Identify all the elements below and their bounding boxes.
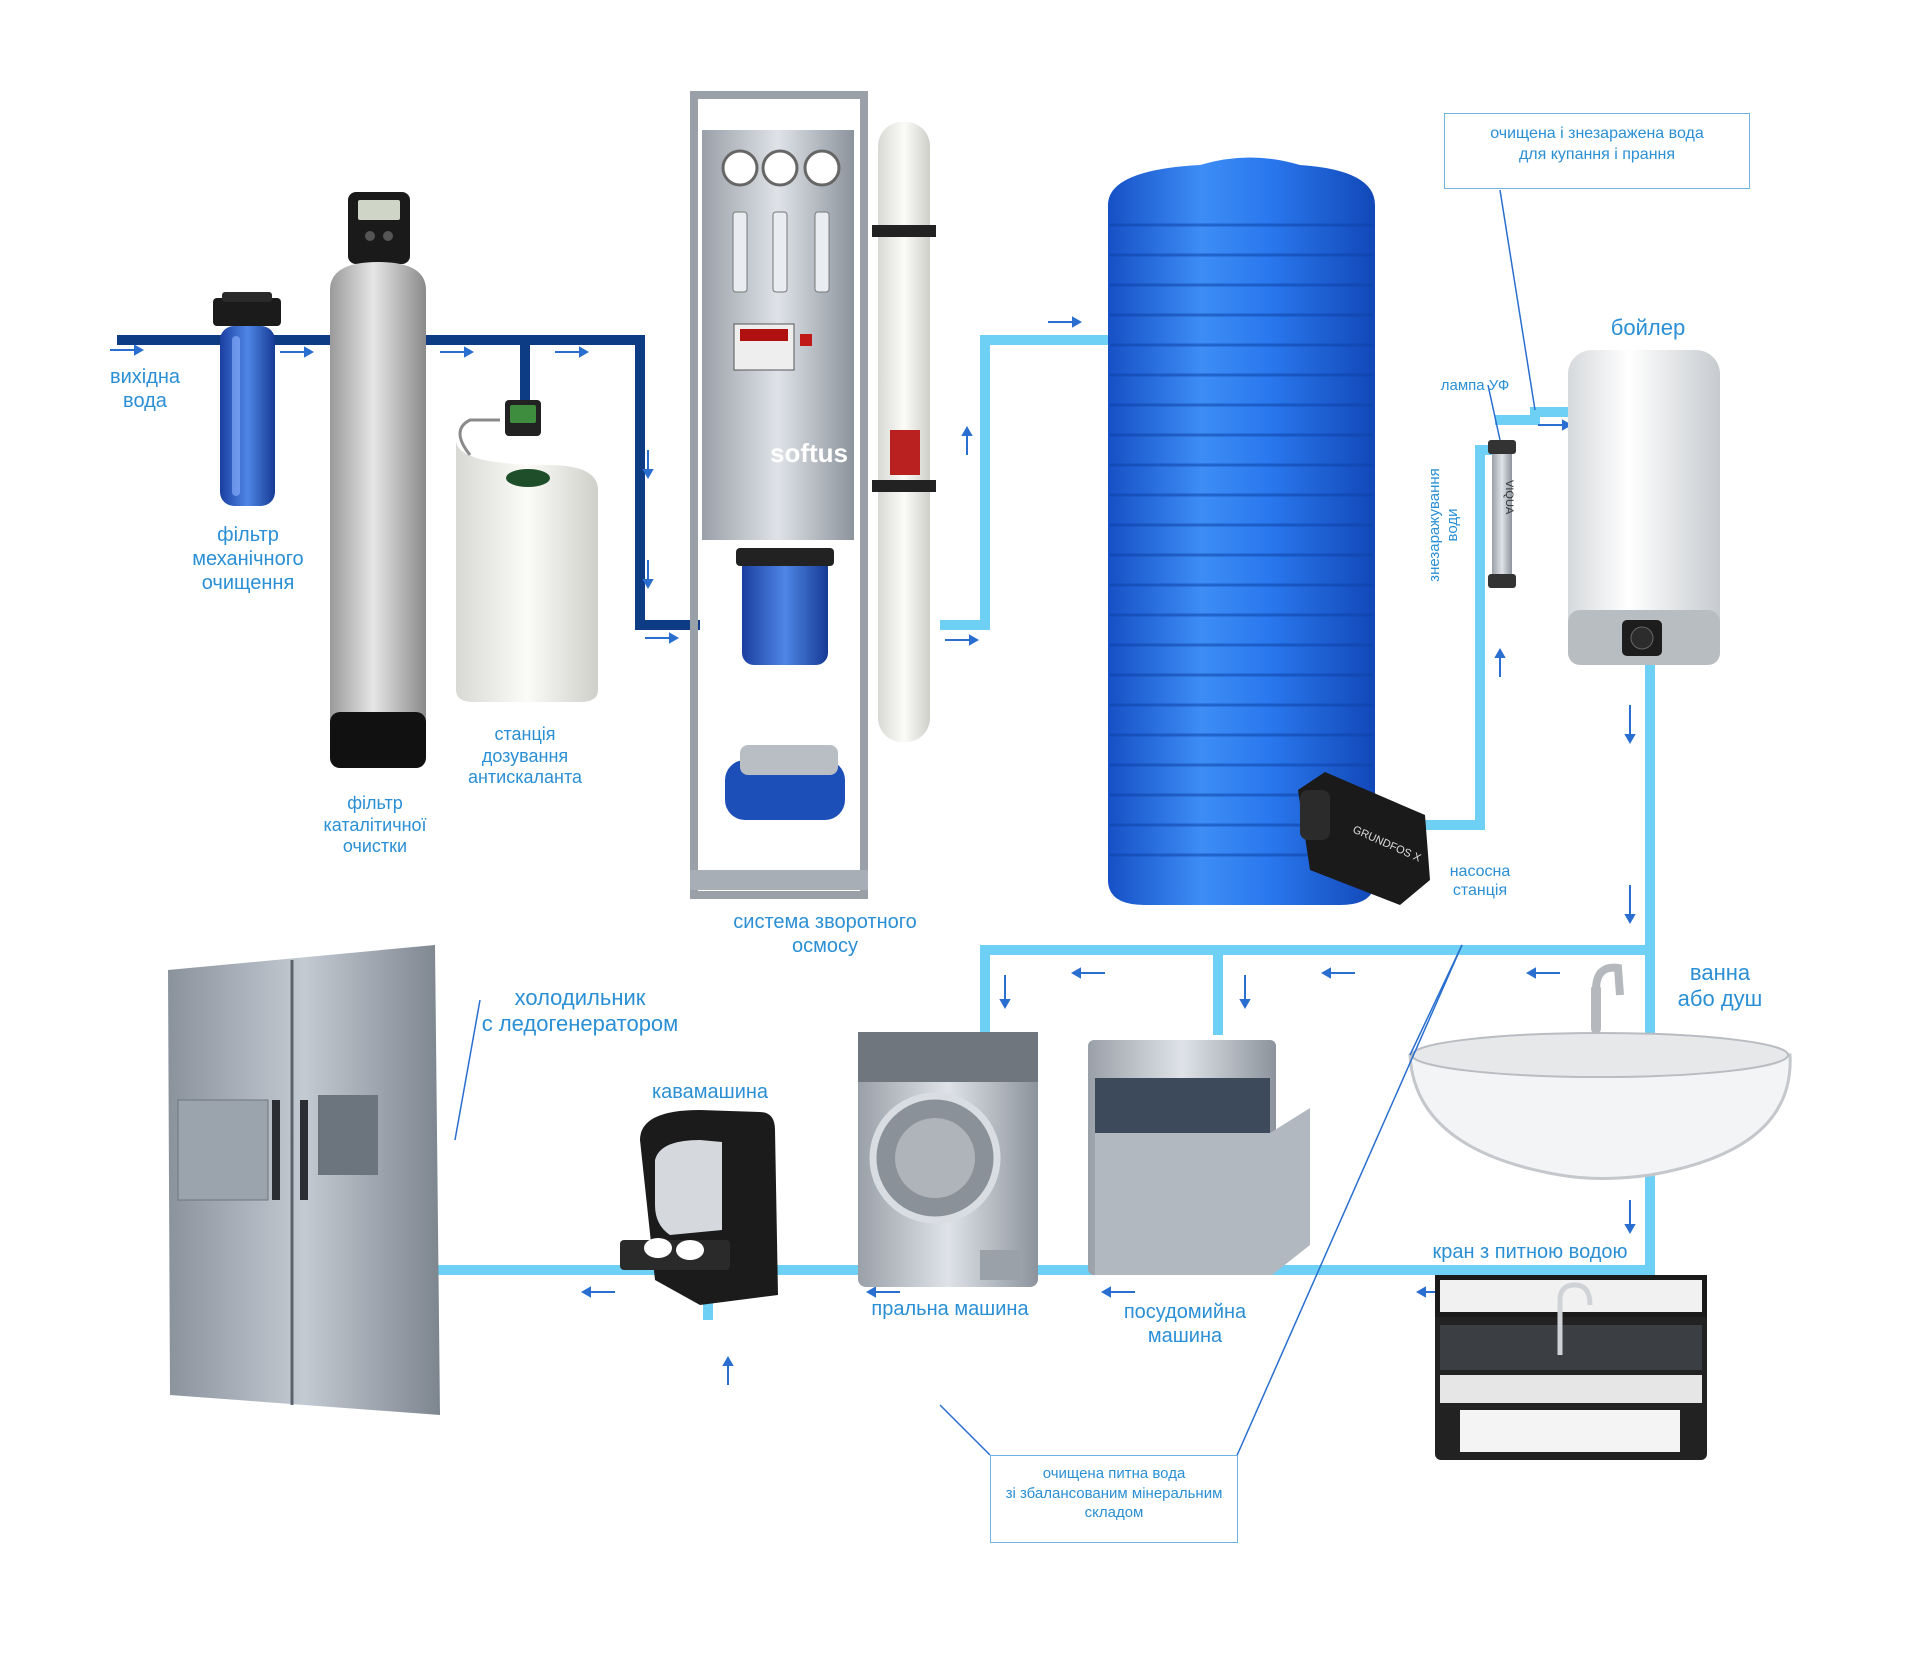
arrow-down-6	[1239, 975, 1251, 1010]
arrow-right-4	[555, 346, 590, 358]
label-catalytic-filter-line1: фільтр	[347, 793, 403, 813]
label-fridge-line1: холодильник	[514, 985, 646, 1010]
label-disinfection-line1: знезаражування	[1426, 468, 1443, 582]
kitchen-tap-image	[1435, 1275, 1707, 1460]
label-pump-line1: насосна	[1449, 863, 1511, 880]
arrow-left-6	[865, 1286, 900, 1298]
arrow-down-2	[642, 560, 654, 590]
boiler-image	[1568, 350, 1720, 665]
label-dishwasher-line2: машина	[1147, 1325, 1223, 1347]
arrow-right-8	[1538, 419, 1573, 431]
mechanical-filter-image	[213, 292, 281, 506]
label-washing-machine: пральна машина	[871, 1298, 1029, 1320]
label-mech-filter-line1: фільтр	[217, 524, 279, 546]
label-antiscalant-line2: дозування	[481, 745, 569, 766]
arrow-up-2	[1494, 647, 1506, 677]
callout-bath-line2: для купання і прання	[1518, 145, 1676, 163]
ro-brand-text: softus	[770, 438, 848, 468]
arrow-left-5	[1100, 1286, 1135, 1298]
callout-drinking: очищена питна вода зі збалансованим міне…	[990, 1455, 1238, 1543]
label-antiscalant-station: станція дозування антискаланта	[440, 724, 610, 789]
catalytic-filter-image	[330, 192, 426, 768]
uv-brand-text: VIQUA	[1503, 480, 1515, 515]
label-antiscalant-line1: станція	[494, 724, 556, 744]
arrow-right-2	[280, 346, 315, 358]
arrow-down-7	[1624, 1200, 1636, 1235]
label-bath-line1: ванна	[1689, 960, 1751, 985]
bathtub-image	[1408, 963, 1792, 1180]
arrow-right-7	[1048, 316, 1083, 328]
tank-ribs	[1110, 223, 1373, 857]
label-catalytic-filter-line3: очистки	[342, 836, 408, 857]
storage-tank-image	[1108, 157, 1375, 905]
label-disinfection-line2: води	[1444, 508, 1461, 542]
label-antiscalant-line3: антискаланта	[467, 767, 583, 788]
washing-machine-image	[858, 1032, 1038, 1287]
arrow-up-1	[961, 425, 973, 455]
label-coffee-machine: кавамашина	[651, 1081, 769, 1103]
label-mech-filter-line2: механічного	[192, 548, 304, 570]
callout-lines	[454, 189, 1536, 1461]
label-source-water: вихідна вода	[100, 365, 190, 413]
arrow-left-7	[580, 1286, 615, 1298]
flow-arrows	[110, 316, 1636, 1385]
label-ro-line2: осмосу	[792, 935, 858, 957]
label-bath-line2: або душ	[1677, 986, 1763, 1012]
arrow-down-1	[642, 450, 654, 480]
callout-drinking-line3: складом	[1084, 1504, 1144, 1521]
label-catalytic-filter: фільтр каталітичної очистки	[290, 793, 460, 858]
arrow-down-5	[999, 975, 1011, 1010]
callout-drinking-line1: очищена питна вода	[1042, 1465, 1186, 1482]
label-disinfection: знезаражування води	[1426, 460, 1462, 590]
clean-water-pipes	[435, 335, 1655, 1320]
callout-bath-laundry: очищена і знезаражена вода для купання і…	[1444, 113, 1750, 189]
label-dishwasher-line1: посудомийна	[1123, 1301, 1247, 1323]
label-source-water-line1: вихідна	[109, 366, 181, 388]
arrow-up-3	[722, 1355, 734, 1385]
label-boiler: бойлер	[1610, 315, 1686, 340]
label-bath: ванна або душ	[1660, 960, 1780, 1013]
label-pump-station: насосна станція	[1430, 862, 1530, 900]
arrow-left-3	[1070, 967, 1105, 979]
arrow-right-5	[645, 632, 680, 644]
arrow-left-1	[1525, 967, 1560, 979]
arrow-left-2	[1320, 967, 1355, 979]
label-ro-line1: система зворотного	[733, 911, 917, 933]
label-pump-line2: станція	[1452, 882, 1508, 900]
label-fridge-line2: с ледогенератором	[481, 1011, 679, 1037]
label-source-water-line2: вода	[123, 390, 167, 412]
label-dishwasher: посудомийна машина	[1085, 1300, 1285, 1348]
arrow-down-3	[1624, 705, 1636, 745]
coffee-machine-image	[620, 1110, 778, 1305]
label-fridge: холодильник с ледогенератором	[450, 985, 710, 1038]
arrow-right-6	[945, 634, 980, 646]
label-mech-filter: фільтр механічного очищення	[158, 523, 338, 595]
fridge-image	[168, 945, 440, 1415]
label-catalytic-filter-line2: каталітичної	[323, 814, 427, 835]
antiscalant-station-image	[456, 400, 598, 702]
callout-drinking-line2: зі збалансованим мінеральним	[1005, 1484, 1223, 1502]
uv-lamp-image: VIQUA	[1488, 440, 1516, 588]
arrow-down-4	[1624, 885, 1636, 925]
arrow-right-3	[440, 346, 475, 358]
dishwasher-image	[1088, 1040, 1310, 1275]
callout-bath-line1: очищена і знезаражена вода	[1490, 125, 1704, 142]
label-mech-filter-line3: очищення	[201, 572, 295, 594]
label-drinking-tap: кран з питною водою	[1432, 1241, 1628, 1263]
label-uv-lamp: лампа УФ	[1440, 377, 1510, 394]
label-ro-system: система зворотного осмосу	[695, 910, 955, 958]
pump-station-image: GRUNDFOS X	[1298, 772, 1430, 905]
reverse-osmosis-image: softus	[690, 91, 936, 899]
arrow-right-1	[110, 344, 145, 356]
